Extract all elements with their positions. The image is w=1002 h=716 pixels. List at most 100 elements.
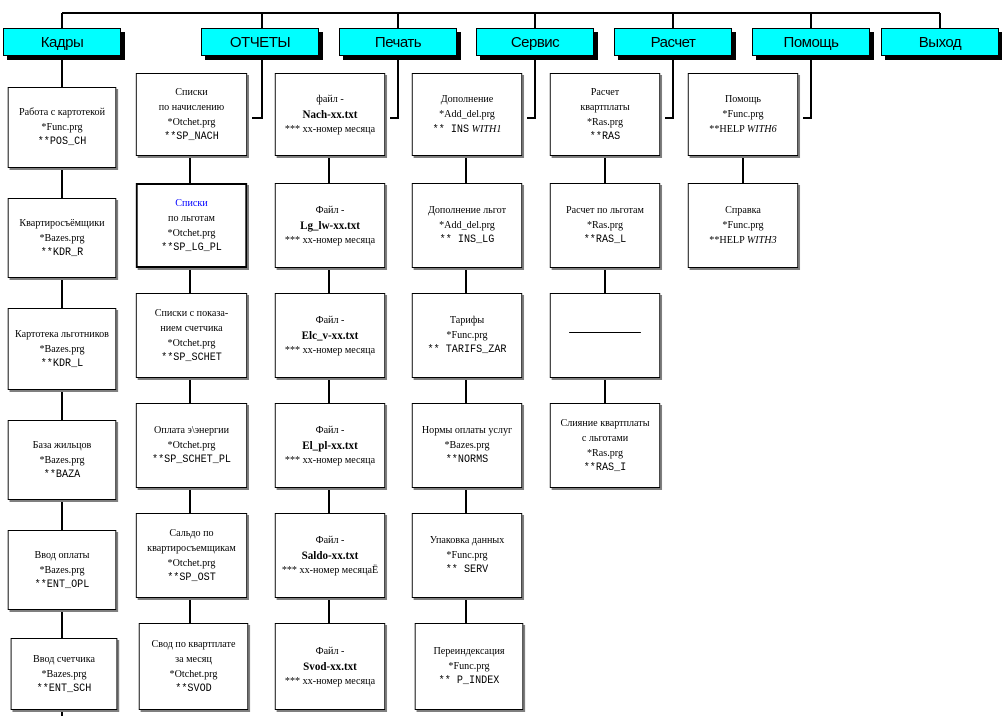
item-title-2: по начислению [158,100,225,113]
menu-otchety[interactable]: ОТЧЕТЫ [201,28,319,56]
item-filename: Lg_lw-xx.txt [300,218,360,232]
item-title: Упаковка данных [429,534,505,546]
kadry-item-kartoteka[interactable]: Работа с картотекой *Func.prg **POS_CH [7,87,117,168]
pechat-item-lg-lw[interactable]: Файл - Lg_lw-xx.txt *** xx-номер месяца [274,183,386,268]
item-title: База жильцов [32,438,92,451]
item-proc-arg: WITH6 [746,123,777,135]
pechat-item-nach[interactable]: файл - Nach-xx.txt *** xx-номер месяца [274,73,386,156]
item-file: *Otchet.prg [169,667,218,680]
menu-raschet[interactable]: Расчет [614,28,732,56]
kadry-item-lgotniki[interactable]: Картотека льготников *Bazes.prg **KDR_L [7,308,117,390]
raschet-item-sliyanie[interactable]: Слияние квартплаты с льготами *Ras.prg *… [549,403,661,488]
item-proc: **RAS_I [583,461,627,474]
item-proc: **SVOD [175,682,212,695]
kadry-item-vvod-oplaty[interactable]: Ввод оплаты *Bazes.prg **ENT_OPL [7,530,117,610]
item-file: *Ras.prg [586,446,624,459]
pechat-item-svod[interactable]: Файл - Svod-xx.txt *** xx-номер месяца [274,623,386,710]
item-title: Списки [175,196,208,209]
item-note: *** xx-номер месяца [284,344,376,356]
item-proc: **SP_LG_PL [161,241,222,254]
item-proc: **ENT_OPL [34,578,90,591]
item-proc-arg: WITH3 [746,234,777,246]
otchety-item-sp-schet-pl[interactable]: Оплата э\энергии *Otchet.prg **SP_SCHET_… [135,403,248,488]
menu-pechat[interactable]: Печать [339,28,457,56]
otchety-item-sp-ost[interactable]: Сальдо по квартиросъемщикам *Otchet.prg … [135,513,248,598]
item-file: *Func.prg [446,549,488,561]
raschet-item-lgoty[interactable]: Расчет по льготам *Ras.prg **RAS_L [549,183,661,268]
item-file: *Otchet.prg [167,226,216,239]
menu-servis[interactable]: Сервис [476,28,594,56]
item-proc-row: **HELP WITH6 [709,122,776,137]
item-title: Квартиросъёмщики [19,216,105,229]
item-title-2: нием счетчика [160,321,223,334]
item-proc: ** INS [432,123,470,136]
item-note: *** xx-номер месяца [284,675,376,687]
item-file: *Otchet.prg [167,556,216,569]
item-file: *Ras.prg [586,219,624,231]
servis-item-dopolnenie[interactable]: Дополнение *Add_del.prg ** INS WITH1 [411,73,523,156]
item-filename: Svod-xx.txt [303,659,357,673]
item-file: *Bazes.prg [39,563,85,576]
item-title: Расчет [590,85,620,98]
item-proc-row: **HELP WITH3 [709,233,776,248]
menu-vyhod[interactable]: Выход [881,28,999,56]
item-proc: **NORMS [445,454,489,466]
item-title: Слияние квартплаты [560,416,650,429]
pomosch-item-spravka[interactable]: Справка *Func.prg **HELP WITH3 [687,183,799,268]
item-title-2: по льготам [168,211,215,224]
item-title: Расчет по льготам [566,204,644,216]
pechat-item-saldo[interactable]: Файл - Saldo-xx.txt *** xx-номер месяцаЁ [274,513,386,598]
item-proc: ** SERV [445,564,489,576]
item-file: *Add_del.prg [439,219,495,231]
item-proc: **KDR_R [40,246,84,259]
servis-item-dopolnenie-lgot[interactable]: Дополнение льгот *Add_del.prg ** INS_LG [411,183,523,268]
otchety-item-sp-lg-pl[interactable]: Списки по льготам *Otchet.prg **SP_LG_PL [135,183,248,268]
kadry-item-baza[interactable]: База жильцов *Bazes.prg **BAZA [7,420,117,500]
item-title: файл - [316,93,344,105]
item-title: Картотека льготников [15,327,109,340]
servis-item-pereindeksaciya[interactable]: Переиндексация *Func.prg ** P_INDEX [414,623,524,710]
item-proc: ** P_INDEX [438,675,500,687]
item-title: Ввод счетчика [33,652,95,665]
item-title: Сальдо по [169,526,214,539]
item-proc-arg: WITH1 [471,122,502,135]
raschet-item-empty[interactable] [549,293,661,378]
kadry-item-kvartirosemshiki[interactable]: Квартиросъёмщики *Bazes.prg **KDR_R [7,198,117,278]
item-file: *Bazes.prg [39,231,85,244]
menu-pomosch[interactable]: Помощь [752,28,870,56]
item-title-2: квартплаты [580,100,630,113]
raschet-item-kvartplata[interactable]: Расчет квартплаты *Ras.prg **RAS [549,73,661,156]
item-filename: Saldo-xx.txt [301,548,359,562]
item-note: *** xx-номер месяцаЁ [281,564,379,576]
item-title: Дополнение [440,92,494,105]
otchety-item-sp-schet[interactable]: Списки с показа- нием счетчика *Otchet.p… [135,293,248,378]
pechat-item-elc-v[interactable]: Файл - Elc_v-xx.txt *** xx-номер месяца [274,293,386,378]
item-note: *** xx-номер месяца [284,123,376,135]
item-title: Файл - [315,424,345,436]
otchety-item-sp-nach[interactable]: Списки по начислению *Otchet.prg **SP_NA… [135,73,248,156]
item-proc: **KDR_L [40,357,84,370]
otchety-item-svod[interactable]: Свод по квартплате за месяц *Otchet.prg … [138,623,249,710]
item-separator [569,332,641,333]
item-note: *** xx-номер месяца [284,234,376,246]
menu-kadry[interactable]: Кадры [3,28,121,56]
servis-item-upakovka[interactable]: Упаковка данных *Func.prg ** SERV [411,513,523,598]
item-title: Помощь [724,93,762,105]
kadry-item-vvod-schetchika[interactable]: Ввод счетчика *Bazes.prg **ENT_SCH [10,638,118,710]
item-title: Свод по квартплате [151,637,236,650]
item-title-2: с льготами [581,431,629,444]
item-file: *Otchet.prg [167,439,216,451]
item-file: *Func.prg [722,108,764,120]
pomosch-item-help[interactable]: Помощь *Func.prg **HELP WITH6 [687,73,799,156]
item-title-2: квартиросъемщикам [147,541,236,554]
item-proc: **RAS [589,130,621,143]
servis-item-tarify[interactable]: Тарифы *Func.prg ** TARIFS_ZAR [411,293,523,378]
item-title: Файл - [315,204,345,216]
item-file: *Ras.prg [586,115,624,128]
item-title: Файл - [315,314,345,326]
servis-item-normy[interactable]: Нормы оплаты услуг *Bazes.prg **NORMS [411,403,523,488]
item-file: *Func.prg [446,329,488,341]
item-file: *Func.prg [41,121,83,133]
pechat-item-el-pl[interactable]: Файл - El_pl-xx.txt *** xx-номер месяца [274,403,386,488]
item-title: Дополнение льгот [427,204,507,216]
